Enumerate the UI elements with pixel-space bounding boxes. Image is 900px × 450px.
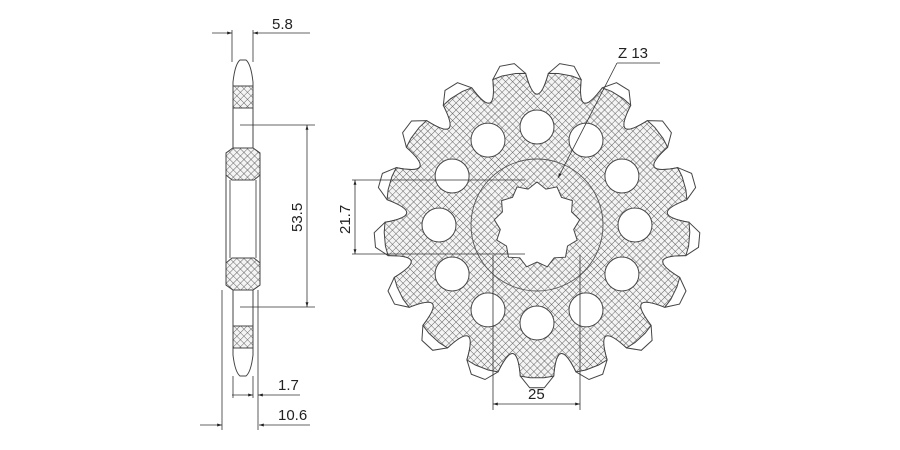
side-view: 5.8 53.5 1.7 10.6 (200, 16, 315, 430)
bolt-hole (470, 292, 506, 328)
side-hub-hatch-upper (225, 147, 261, 181)
side-hatch-upper (232, 85, 254, 109)
dim-hub-width: 10.6 (278, 407, 307, 424)
hub-circle (470, 158, 604, 292)
dim-offset: 1.7 (278, 377, 299, 394)
bolt-hole (470, 122, 506, 158)
dim-hub-diameter: 53.5 (289, 203, 306, 232)
bolt-hole (604, 158, 640, 194)
bolt-hole (421, 207, 457, 243)
side-hub-hatch-lower (225, 257, 261, 291)
bolt-hole (604, 256, 640, 292)
bolt-hole (617, 207, 653, 243)
side-hatch-lower (232, 325, 254, 349)
bolt-holes (421, 109, 653, 341)
dim-width: 25 (528, 386, 545, 403)
bolt-hole (568, 292, 604, 328)
spline-count-label: Z 13 (618, 45, 648, 62)
bolt-hole (434, 256, 470, 292)
sprocket-body (383, 72, 691, 379)
dim-spline-diameter: 21.7 (337, 205, 354, 234)
dim-tooth-thickness: 5.8 (272, 16, 293, 33)
bolt-hole (568, 122, 604, 158)
bolt-hole (519, 305, 555, 341)
bolt-hole (519, 109, 555, 145)
front-view: 21.7 25 Z 13 (337, 45, 701, 410)
bolt-hole (434, 158, 470, 194)
